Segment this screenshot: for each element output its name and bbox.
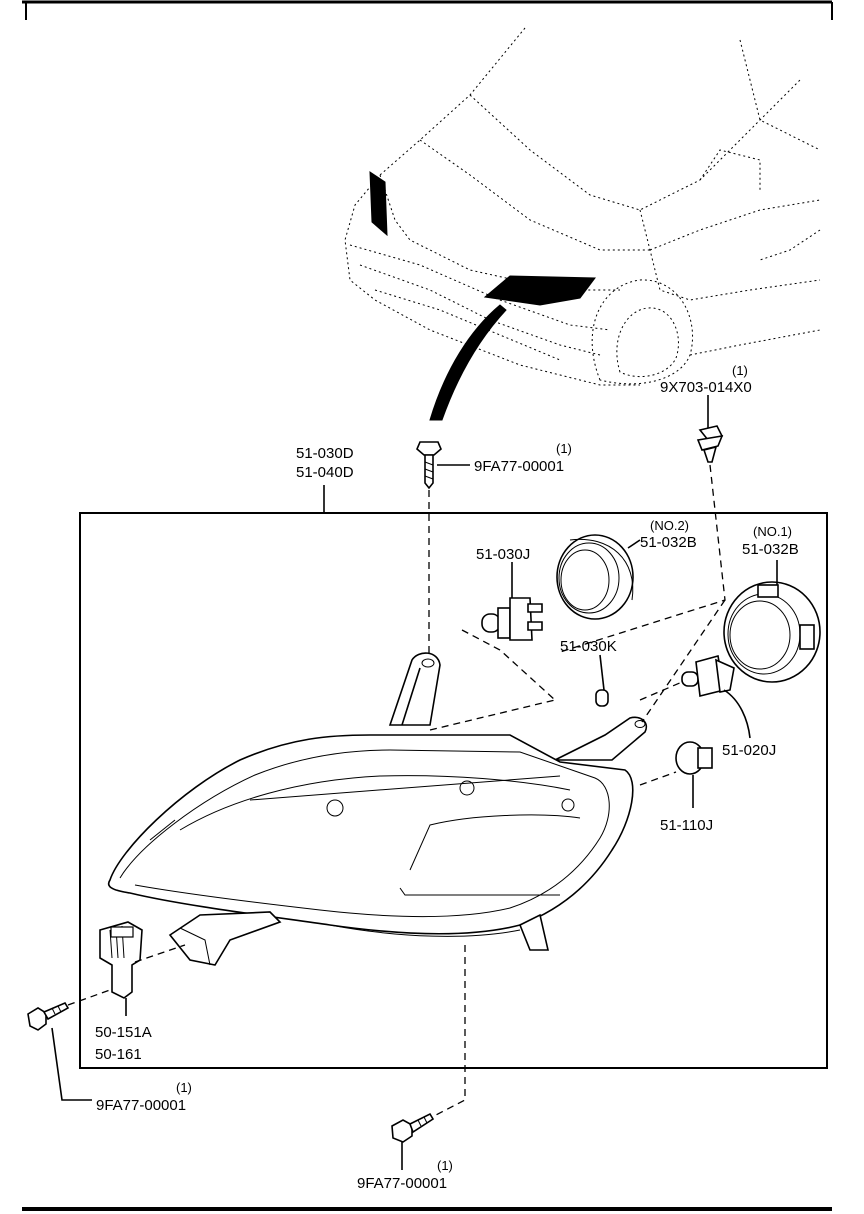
label-cap-no2-tag: (NO.2) — [650, 518, 689, 533]
label-bolt-top: 9FA77-00001 — [474, 458, 564, 475]
label-bolt-left: 9FA77-00001 — [96, 1097, 186, 1114]
clip-dash-2 — [641, 599, 726, 723]
leveler-dash — [134, 944, 186, 963]
assembly-frame — [79, 512, 828, 1069]
label-turn-bulb: 51-110J — [660, 817, 713, 834]
turn-bulb — [675, 741, 713, 808]
position-bulb — [595, 654, 609, 707]
label-cap-no2: 51-032B — [640, 534, 697, 551]
label-bolt-top-qty: (1) — [556, 441, 572, 456]
bolt-left — [27, 1001, 92, 1101]
socket-dash — [639, 681, 683, 701]
bolt-left-dash — [67, 989, 111, 1006]
label-bolt-bottom-qty: (1) — [437, 1158, 453, 1173]
socket-bulb — [681, 654, 751, 739]
clip-dash — [559, 464, 726, 653]
dust-cap-no2 — [556, 534, 641, 620]
label-bolt-bottom: 9FA77-00001 — [357, 1175, 447, 1192]
h4-bulb — [481, 562, 543, 641]
car-front-illustration — [344, 27, 821, 421]
label-leveler-a: 50-151A — [95, 1024, 152, 1041]
h4-dash — [461, 629, 556, 701]
label-leveler-b: 50-161 — [95, 1046, 142, 1063]
bolt-top — [416, 441, 470, 490]
bolt-bottom-dash — [431, 945, 466, 1118]
label-bolt-left-qty: (1) — [176, 1080, 192, 1095]
headlamp-housing — [107, 652, 648, 966]
bolt-bottom — [391, 1112, 435, 1170]
clip-fastener — [696, 395, 724, 463]
dust-cap-no1 — [723, 560, 821, 683]
turn-dash — [639, 771, 677, 786]
label-housing-b: 51-040D — [296, 464, 354, 481]
label-cap-no1-tag: (NO.1) — [753, 524, 792, 539]
label-housing-a: 51-030D — [296, 445, 354, 462]
label-socket-bulb: 51-020J — [722, 742, 776, 759]
label-clip-qty: (1) — [732, 363, 748, 378]
label-cap-no1: 51-032B — [742, 541, 799, 558]
leveler-motor — [99, 921, 143, 1016]
label-h4-bulb: 51-030J — [476, 546, 530, 563]
label-position-bulb: 51-030K — [560, 638, 617, 655]
label-clip: 9X703-014X0 — [660, 379, 752, 396]
h4-dash-2 — [429, 699, 556, 731]
